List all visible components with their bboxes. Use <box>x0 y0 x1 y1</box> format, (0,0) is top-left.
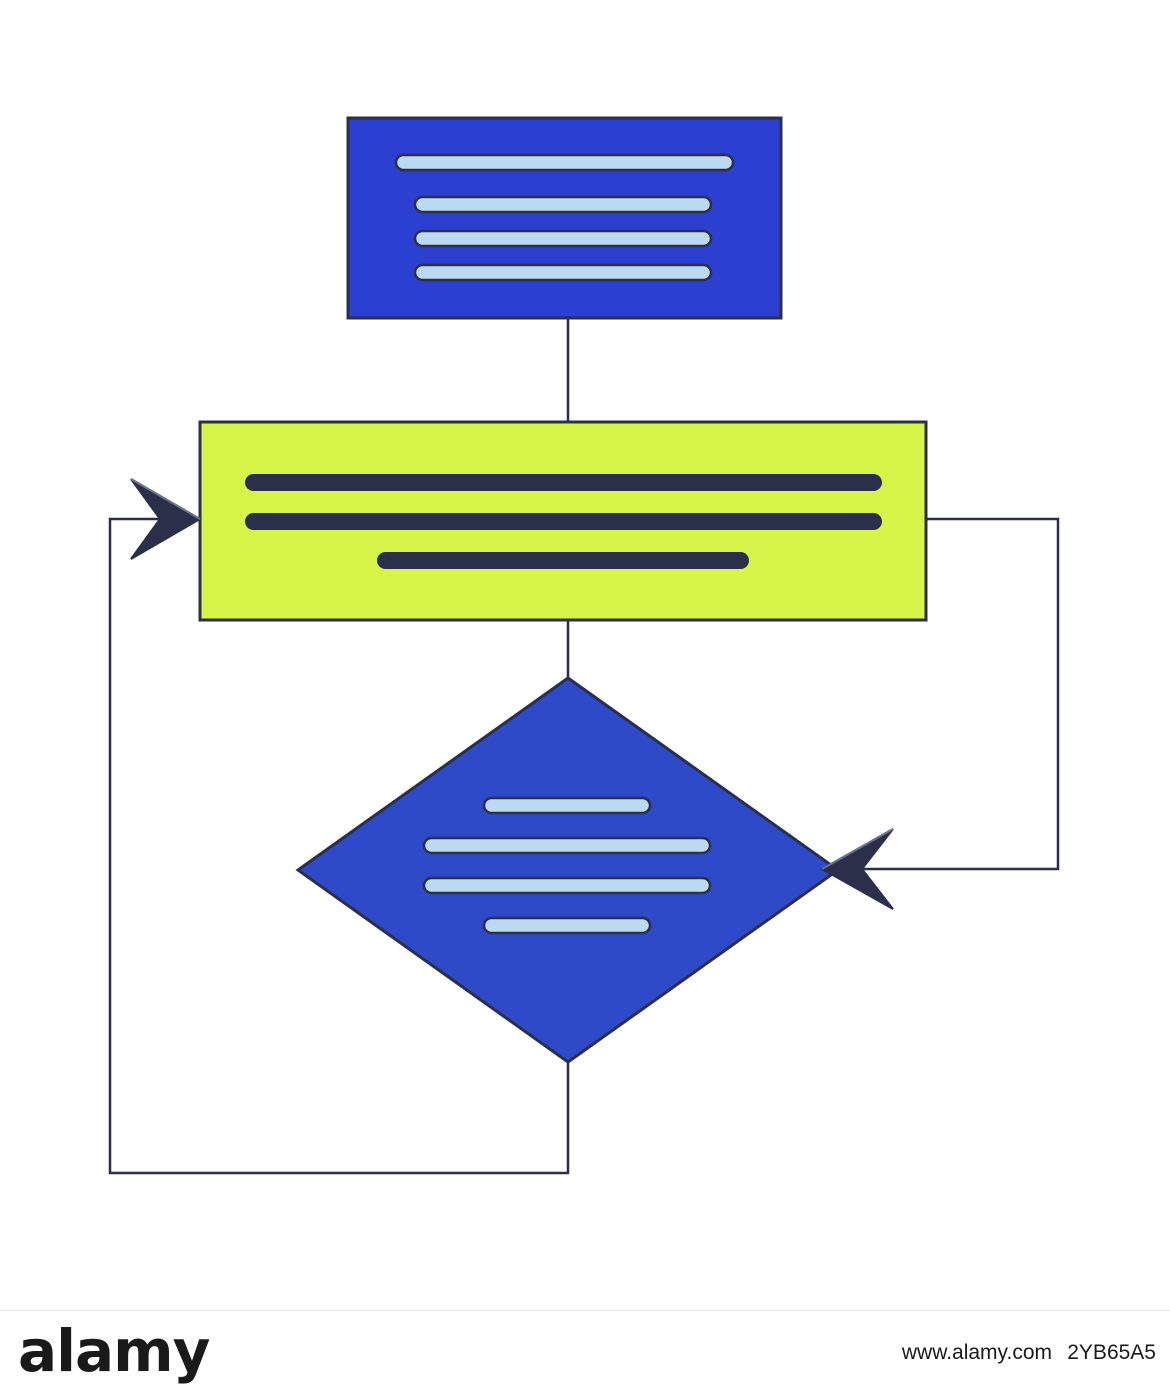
node-decision-diamond[interactable] <box>295 676 841 1064</box>
alamy-logo: alamy <box>18 1317 210 1385</box>
alamy-image-id: 2YB65A5 <box>1067 1341 1156 1364</box>
process-box-text-lines <box>245 474 882 569</box>
alamy-domain: www.alamy.com <box>901 1341 1052 1364</box>
node-process-box[interactable] <box>198 420 928 622</box>
input-box-text-lines <box>394 153 735 282</box>
flowchart-diagram <box>108 116 1060 1175</box>
watermark-bar: alamy www.alamy.com 2YB65A5 <box>0 1310 1170 1391</box>
arrow-head-into-process <box>130 478 202 560</box>
arrow-head-into-decision <box>819 828 894 910</box>
connector-right-loop <box>843 517 1060 871</box>
illustration-canvas <box>108 116 1060 1175</box>
node-input-box[interactable] <box>346 116 783 320</box>
connector-left-loop <box>108 517 570 1175</box>
decision-diamond-text-lines <box>422 796 712 935</box>
